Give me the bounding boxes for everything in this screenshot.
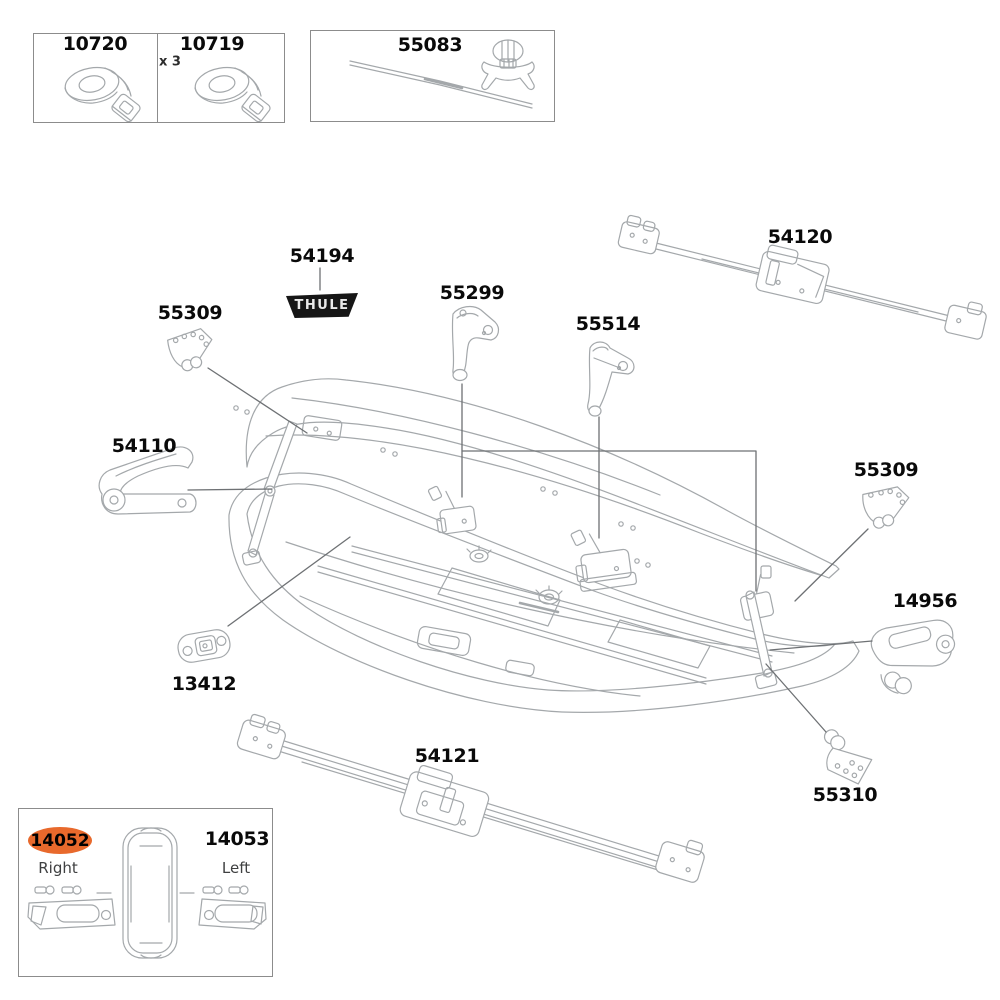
part-label-55310[interactable]: 55310 (812, 784, 878, 806)
part-label-55514[interactable]: 55514 (575, 313, 641, 335)
strap-kit-frame (33, 33, 285, 123)
part-label-54110[interactable]: 54110 (111, 435, 177, 457)
part-label-14053[interactable]: 14053 (204, 828, 270, 850)
strap-kit-divider (157, 33, 158, 123)
bracket-55309-right-drawing (862, 486, 910, 529)
part-label-54120[interactable]: 54120 (767, 226, 833, 248)
part-label-10719[interactable]: 10719 (179, 33, 245, 55)
clamp-14956-drawing (870, 619, 956, 695)
hook-54110-drawing (98, 446, 197, 515)
part-label-55309-right[interactable]: 55309 (853, 459, 919, 481)
strap-10719-drawing (194, 66, 271, 123)
lamp-left-drawing (179, 885, 267, 930)
part-label-14956[interactable]: 14956 (892, 590, 958, 612)
thule-logo-badge: THULE (286, 293, 358, 318)
thule-logo-text: THULE (294, 298, 350, 313)
leader-lines (187, 267, 873, 733)
rail-54121-drawing (236, 713, 705, 883)
side-label-left: Left (221, 859, 251, 877)
cable-kit-frame (310, 30, 555, 122)
part-label-55083[interactable]: 55083 (397, 34, 463, 56)
rail-54120-drawing (617, 214, 987, 340)
part-label-54194[interactable]: 54194 (289, 245, 355, 267)
part-label-54121[interactable]: 54121 (414, 745, 480, 767)
inset-drawings (27, 827, 267, 959)
box-top-view-drawing (122, 827, 178, 959)
quantity-label: x 3 (159, 54, 181, 70)
highlighted-part-14052[interactable]: 14052 (28, 827, 92, 854)
part-label-10720[interactable]: 10720 (62, 33, 128, 55)
part-label-13412[interactable]: 13412 (171, 673, 237, 695)
part-label-14052[interactable]: 14052 (30, 830, 90, 851)
side-label-right: Right (38, 859, 78, 877)
strap-10720-drawing (64, 66, 141, 123)
part-label-55309-left[interactable]: 55309 (157, 302, 223, 324)
lock-bracket-55299-drawing (451, 305, 500, 382)
lamp-right-drawing (27, 885, 116, 930)
cargo-box-drawing (228, 378, 860, 713)
part-label-55299[interactable]: 55299 (439, 282, 505, 304)
lock-bracket-55514-drawing (587, 341, 635, 417)
bracket-55310-drawing (823, 729, 873, 785)
cable-55083-drawing (349, 39, 535, 109)
lamp-inset-frame (18, 808, 273, 977)
bracket-55309-left-drawing (167, 328, 213, 372)
plate-13412-drawing (177, 629, 231, 663)
